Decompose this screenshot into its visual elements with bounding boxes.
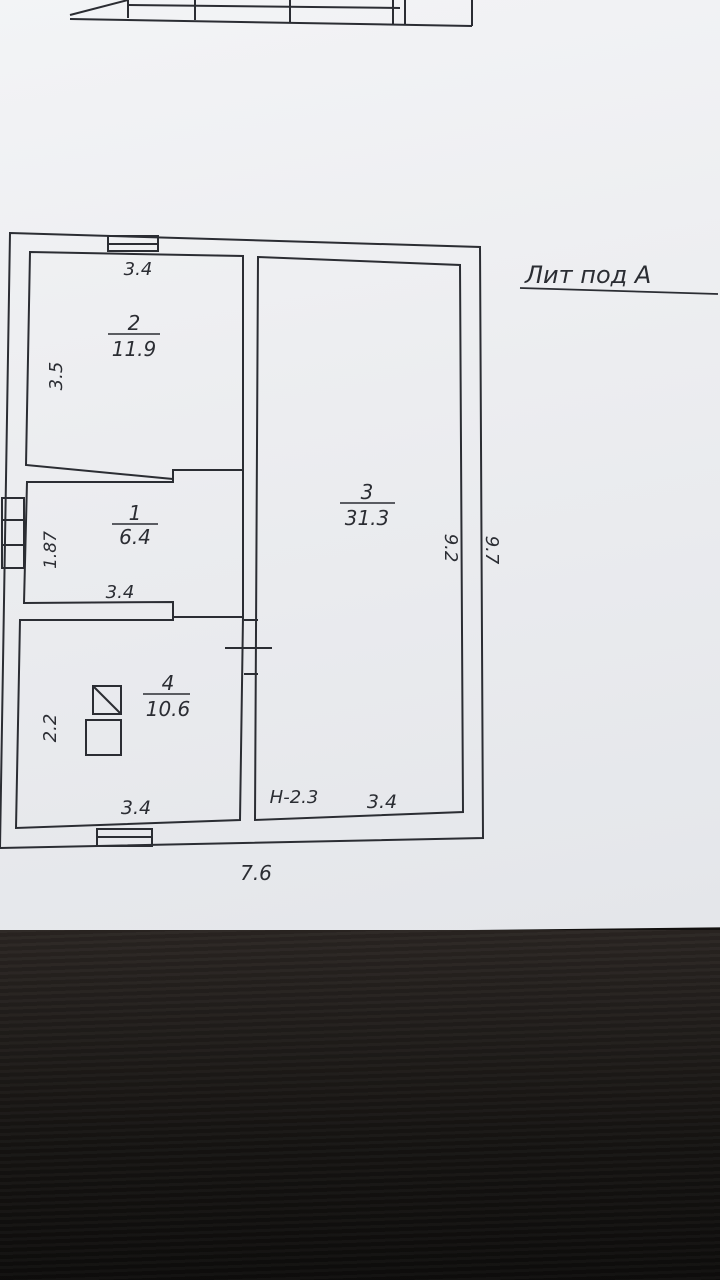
room-2-height-label: 3.5 [46,362,67,391]
room-1-area: 6.4 [119,525,151,549]
room-2-area: 11.9 [112,337,157,361]
floor-plan: Лит под А 2 11.9 1 6.4 4 10.6 3 31.3 3.4… [0,0,719,885]
window-left [1,497,25,569]
door-room4-room3 [225,619,272,675]
room-3-width-label: 3.4 [367,791,397,813]
room-4-outline [14,616,245,830]
room-1-number: 1 [129,501,142,525]
sink-symbol [85,719,122,756]
plan-title: Лит под А [524,261,651,289]
overall-width-label: 7.6 [240,861,272,885]
room-3-area: 31.3 [345,506,390,530]
room-1-width-label: 3.4 [106,582,135,603]
room-2-width-label: 3.4 [124,259,153,280]
table-surface [0,930,720,1280]
stove-symbol [92,685,122,715]
previous-plan-fragment [69,0,473,27]
room-3-outline [253,255,465,822]
ceiling-height-label: H-2.3 [270,787,319,808]
room-3-height-label: 9.2 [440,534,461,563]
room-4-number: 4 [162,671,175,695]
room-4-height-label: 2.2 [40,714,61,743]
room-3-number: 3 [361,480,374,504]
room-4-area: 10.6 [146,697,191,721]
room-4-width-label: 3.4 [121,797,151,819]
outer-wall [0,231,485,850]
room-2-number: 2 [128,311,141,335]
overall-height-label: 9.7 [481,536,502,565]
room-1-height-label: 1.87 [41,531,61,569]
